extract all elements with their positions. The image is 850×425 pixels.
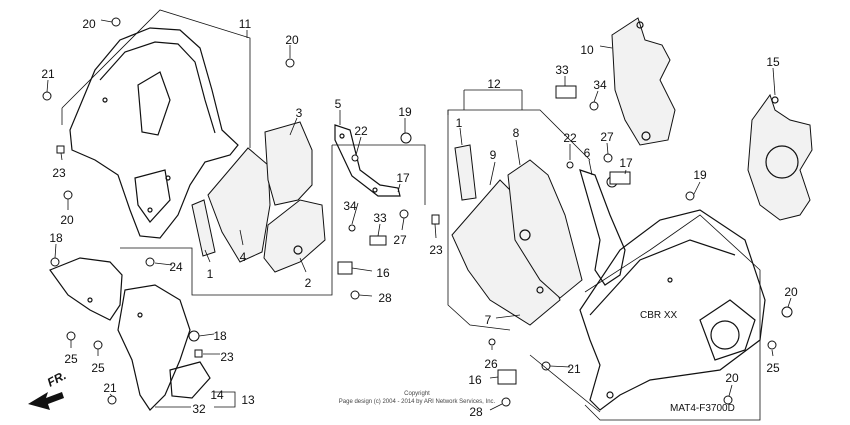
callout-18: 18 <box>213 329 227 343</box>
callout-17: 17 <box>396 171 410 185</box>
callout-1: 1 <box>207 267 214 281</box>
callout-16: 16 <box>468 373 482 387</box>
callout-14: 14 <box>210 388 224 402</box>
callout-23: 23 <box>220 350 234 364</box>
part-5-bracket <box>334 124 401 197</box>
left-leader-lines <box>46 19 437 408</box>
copyright-line-2: Page design (c) 2004 - 2014 by ARI Netwo… <box>339 399 496 405</box>
callout-24: 24 <box>169 260 183 274</box>
right-lower-cowl: CBR XX <box>579 209 766 421</box>
callout-33: 33 <box>373 211 387 225</box>
callout-8: 8 <box>513 126 520 140</box>
callout-1: 1 <box>456 116 463 130</box>
callout-25: 25 <box>91 361 105 375</box>
callout-18: 18 <box>49 231 63 245</box>
part-3-foam-pad <box>264 121 313 206</box>
copyright-line-1: Copyright <box>404 391 430 397</box>
callout-12: 12 <box>487 77 501 91</box>
callout-5: 5 <box>335 97 342 111</box>
callout-27: 27 <box>393 233 407 247</box>
callout-33: 33 <box>555 63 569 77</box>
part-2-foam-pad <box>263 199 326 273</box>
callout-26: 26 <box>484 357 498 371</box>
callout-28: 28 <box>469 405 483 419</box>
brand-badge-text: CBR XX <box>640 310 678 321</box>
callout-22: 22 <box>354 124 368 138</box>
callout-15: 15 <box>766 55 780 69</box>
callout-25: 25 <box>766 361 780 375</box>
callout-4: 4 <box>240 250 247 264</box>
callout-34: 34 <box>593 78 607 92</box>
callout-21: 21 <box>41 67 55 81</box>
callout-6: 6 <box>584 146 591 160</box>
callout-19: 19 <box>398 105 412 119</box>
callout-34: 34 <box>343 199 357 213</box>
part-13-lower-cowl <box>49 257 211 411</box>
callout-20: 20 <box>60 213 74 227</box>
callout-32: 32 <box>192 402 206 416</box>
right-leader-lines <box>459 45 792 413</box>
callout-11: 11 <box>239 17 252 31</box>
callout-20: 20 <box>82 17 96 31</box>
callout-9: 9 <box>490 148 497 162</box>
part-10-heat-shield <box>611 17 676 146</box>
right-assembly-frame <box>447 89 591 331</box>
part-9-foam-pad <box>451 179 561 326</box>
callout-19: 19 <box>693 168 707 182</box>
callout-20: 20 <box>285 33 299 47</box>
callout-20: 20 <box>784 285 798 299</box>
part-6-bracket <box>579 169 626 286</box>
callout-16: 16 <box>376 266 390 280</box>
part-15-heat-shield <box>747 93 813 221</box>
callout-3: 3 <box>296 106 303 120</box>
callout-21: 21 <box>567 362 581 376</box>
front-arrow-label: FR. <box>45 368 69 389</box>
callout-7: 7 <box>485 313 492 327</box>
callout-23: 23 <box>52 166 66 180</box>
callout-21: 21 <box>103 381 117 395</box>
callout-2: 2 <box>305 276 312 290</box>
callout-17: 17 <box>619 156 633 170</box>
front-direction-arrow <box>28 392 64 410</box>
callout-10: 10 <box>580 43 594 57</box>
part-1-foam-strip <box>191 199 216 257</box>
part-4-foam-pad <box>207 147 271 263</box>
part-1-right-foam-strip <box>454 144 477 201</box>
diagram-code: MAT4-F3700D <box>670 403 735 414</box>
part-11-inner-cowl <box>69 27 239 239</box>
callout-28: 28 <box>378 291 392 305</box>
right-fasteners <box>488 85 793 407</box>
part-8-foam-pad <box>507 159 583 299</box>
callout-20: 20 <box>725 371 739 385</box>
callout-13: 13 <box>241 393 255 407</box>
callout-22: 22 <box>563 131 577 145</box>
callout-25: 25 <box>64 352 78 366</box>
callout-23: 23 <box>429 243 443 257</box>
left-assembly-frame <box>61 9 426 296</box>
callout-27: 27 <box>600 130 614 144</box>
